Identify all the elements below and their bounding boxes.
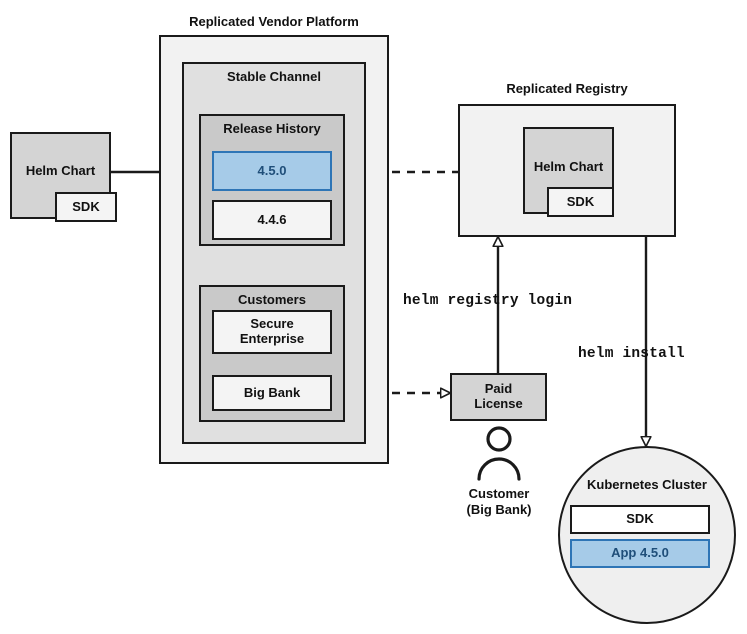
release-version-4-5-0-label: 4.5.0 bbox=[257, 162, 287, 178]
paid-license[interactable]: Paid License bbox=[450, 373, 547, 421]
cluster-app-4-5-0[interactable]: App 4.5.0 bbox=[570, 539, 710, 568]
customer-person-caption-line2: (Big Bank) bbox=[466, 502, 532, 518]
release-version-4-5-0[interactable]: 4.5.0 bbox=[212, 151, 332, 191]
edge-label-helm-registry-login: helm registry login bbox=[403, 293, 573, 309]
cluster-sdk[interactable]: SDK bbox=[570, 505, 710, 534]
helm-chart-source-label: Helm Chart bbox=[25, 163, 96, 178]
customer-secure-enterprise-label-line1: Secure bbox=[250, 316, 294, 332]
sdk-registry[interactable]: SDK bbox=[547, 187, 614, 217]
paid-license-label-line1: Paid bbox=[484, 381, 513, 397]
customer-big-bank-label: Big Bank bbox=[243, 384, 301, 400]
platform-title: Replicated Vendor Platform bbox=[189, 14, 359, 29]
sdk-registry-label: SDK bbox=[566, 193, 595, 209]
stable-channel-label: Stable Channel bbox=[227, 69, 321, 84]
customer-person-caption: Customer (Big Bank) bbox=[419, 486, 579, 519]
paid-license-label-line2: License bbox=[474, 396, 523, 411]
customer-person-icon bbox=[475, 425, 523, 481]
registry-title: Replicated Registry bbox=[506, 81, 628, 96]
cluster-app-4-5-0-label: App 4.5.0 bbox=[611, 545, 669, 561]
sdk-source[interactable]: SDK bbox=[55, 192, 117, 222]
sdk-source-label: SDK bbox=[72, 198, 100, 214]
customer-secure-enterprise[interactable]: Secure Enterprise bbox=[212, 310, 332, 354]
customer-person-caption-line1: Customer bbox=[468, 486, 530, 501]
release-version-4-4-6[interactable]: 4.4.6 bbox=[212, 200, 332, 240]
customers-label: Customers bbox=[238, 292, 306, 307]
customer-secure-enterprise-label-line2: Enterprise bbox=[239, 331, 305, 346]
kubernetes-cluster-label: Kubernetes Cluster bbox=[587, 477, 707, 492]
edge-label-helm-install: helm install bbox=[578, 346, 685, 362]
release-history-label: Release History bbox=[223, 121, 321, 136]
cluster-sdk-label: SDK bbox=[626, 511, 654, 527]
release-version-4-4-6-label: 4.4.6 bbox=[257, 211, 287, 227]
helm-chart-registry-label: Helm Chart bbox=[533, 159, 604, 174]
customer-big-bank[interactable]: Big Bank bbox=[212, 375, 332, 411]
kubernetes-cluster-container bbox=[558, 446, 736, 624]
